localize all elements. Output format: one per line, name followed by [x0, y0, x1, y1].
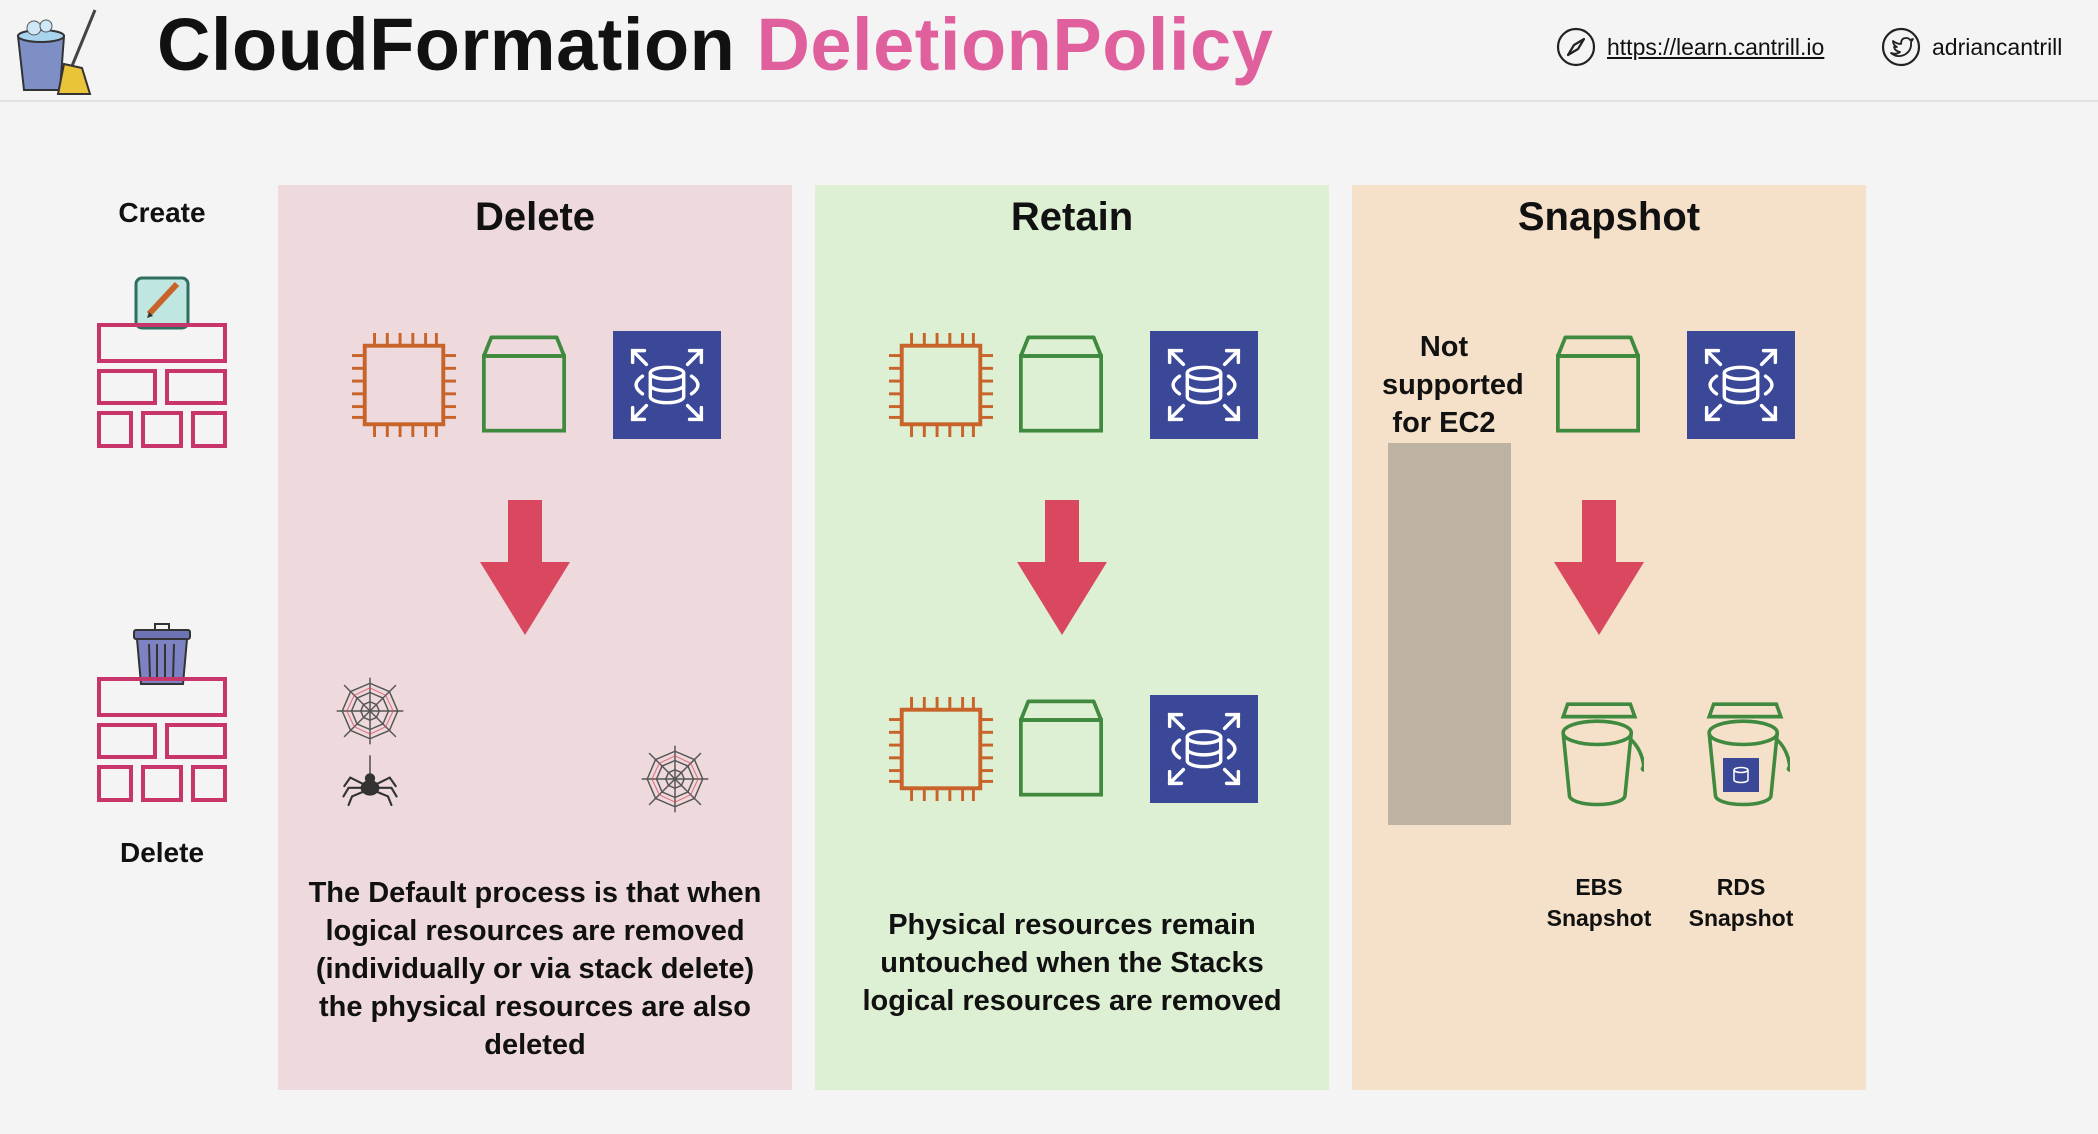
- ebs-volume-icon: [1556, 335, 1640, 433]
- down-arrow-icon: [480, 500, 570, 635]
- delete-label: Delete: [119, 837, 205, 868]
- ebs-snapshot-label: EBS Snapshot: [1546, 874, 1652, 931]
- delete-panel-title: Delete: [474, 195, 596, 239]
- retain-description: Physical resources remain untouched when…: [862, 909, 1282, 1017]
- compass-icon: [1556, 27, 1596, 67]
- ec2-chip-icon: [350, 331, 458, 439]
- create-label: Create: [118, 197, 206, 228]
- ec2-chip-icon: [887, 331, 995, 439]
- title-deletionpolicy: DeletionPolicy: [756, 3, 1274, 86]
- rds-database-icon: [1149, 331, 1259, 439]
- twitter-group[interactable]: adriancantrill: [1880, 26, 2062, 68]
- ebs-volume-icon: [482, 335, 566, 433]
- rds-database-icon: [1686, 331, 1796, 439]
- rds-snapshot-bucket-icon: [1707, 702, 1790, 807]
- twitter-handle[interactable]: adriancantrill: [1932, 33, 2063, 60]
- snapshot-panel: Snapshot Not supported for EC2 EBS Snaps…: [1352, 185, 1866, 1090]
- spider-icon: [342, 754, 398, 807]
- site-link[interactable]: https://learn.cantrill.io: [1607, 33, 1825, 60]
- rds-database-icon: [1149, 695, 1259, 803]
- rds-database-icon: [612, 331, 722, 439]
- title-cloudformation: CloudFormation: [157, 3, 736, 86]
- rds-snapshot-label: RDS Snapshot: [1688, 874, 1794, 931]
- retain-panel: Retain Physical resources remain untouch…: [815, 185, 1329, 1090]
- page-title: CloudFormation DeletionPolicy: [157, 2, 1273, 87]
- twitter-bird-icon: [1881, 27, 1921, 67]
- site-link-group[interactable]: https://learn.cantrill.io: [1555, 26, 1824, 68]
- down-arrow-icon: [1554, 500, 1644, 635]
- delete-description: The Default process is that when logical…: [308, 877, 762, 1061]
- not-supported-placeholder: [1388, 443, 1511, 825]
- ec2-chip-icon: [887, 695, 995, 803]
- bucket-broom-icon: [16, 9, 97, 95]
- snapshot-panel-title: Snapshot: [1517, 195, 1701, 239]
- stack-delete-icon: [97, 623, 227, 802]
- retain-panel-title: Retain: [1010, 195, 1134, 239]
- header: CloudFormation DeletionPolicy https://le…: [0, 0, 2098, 102]
- spider-web-icon: [640, 744, 710, 814]
- ebs-volume-icon: [1019, 699, 1103, 797]
- not-supported-note: Not supported for EC2: [1382, 331, 1524, 439]
- stack-create-icon: [97, 276, 227, 448]
- delete-panel: Delete The Default process is that when …: [278, 185, 792, 1090]
- down-arrow-icon: [1017, 500, 1107, 635]
- ebs-snapshot-bucket-icon: [1561, 702, 1644, 807]
- spider-web-icon: [335, 676, 405, 746]
- ebs-volume-icon: [1019, 335, 1103, 433]
